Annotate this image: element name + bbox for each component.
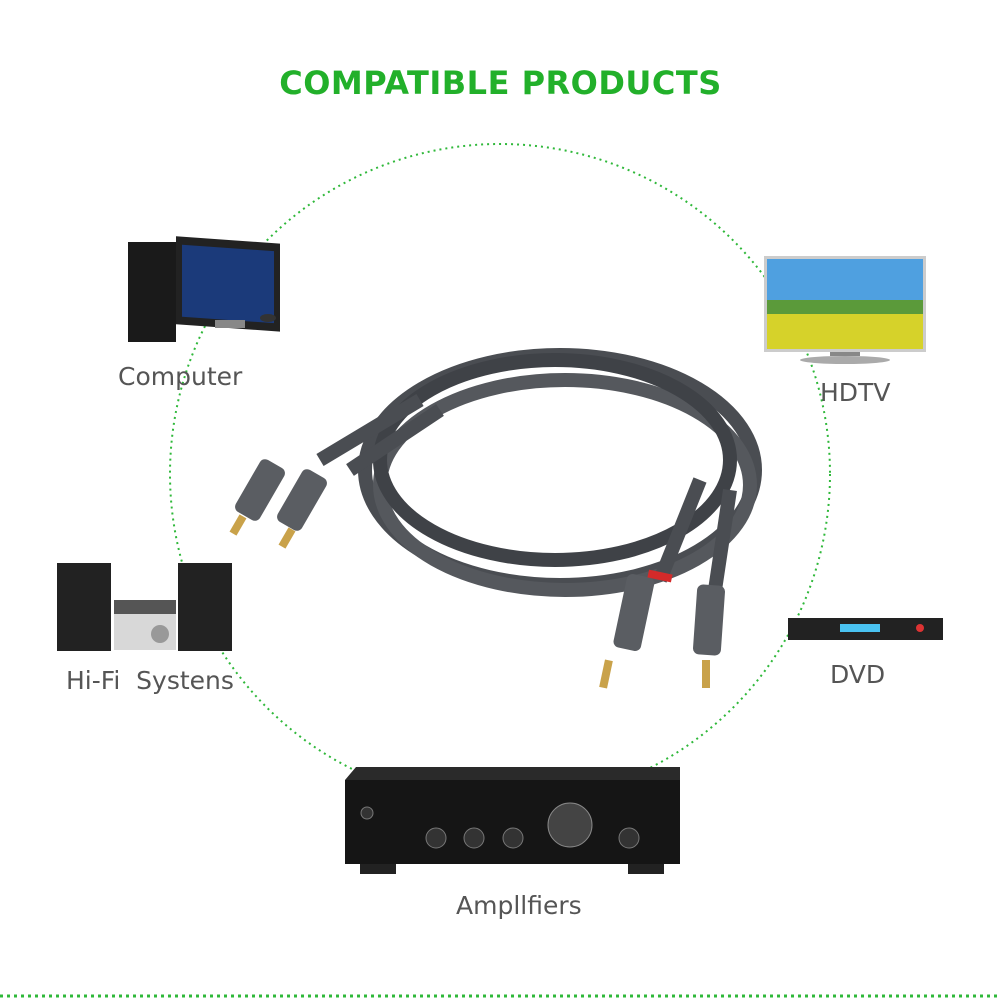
label-hdtv: HDTV: [820, 378, 891, 407]
hifi-image: [57, 563, 232, 651]
amplifier-image: [345, 767, 680, 874]
computer-image: [128, 236, 280, 342]
label-dvd: DVD: [830, 660, 886, 689]
page-title: COMPATIBLE PRODUCTS: [279, 64, 722, 102]
label-amplifiers: Ampllfiers: [456, 891, 582, 920]
label-computer: Computer: [118, 362, 243, 391]
rca-plugs: [229, 459, 726, 689]
dotted-ring: [169, 143, 831, 805]
label-hifi-systems: Hi-Fi Systens: [66, 666, 234, 695]
hdtv-image: [764, 256, 926, 364]
rca-cable-image: [316, 348, 762, 597]
dvd-image: [788, 618, 943, 640]
